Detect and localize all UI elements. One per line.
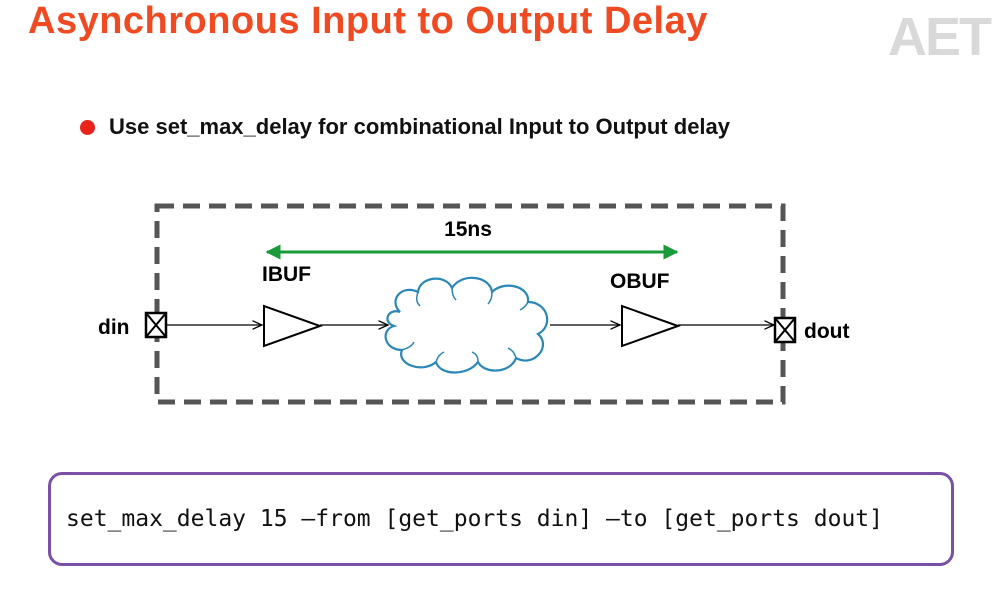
constraint-command: set_max_delay 15 –from [get_ports din] –… [66, 506, 883, 532]
cloud-detail [401, 287, 529, 363]
delay-label: 15ns [444, 218, 492, 241]
bullet-text: Use set_max_delay for combinational Inpu… [109, 114, 731, 139]
input-port-icon [144, 311, 168, 339]
command-box: set_max_delay 15 –from [get_ports din] –… [48, 472, 954, 566]
slide-title: Asynchronous Input to Output Delay [28, 0, 708, 42]
dashed-boundary [154, 203, 786, 405]
ibuf-label: IBUF [262, 263, 311, 286]
bullet-dot-icon [80, 119, 95, 135]
combinational-logic-cloud-icon [384, 276, 549, 374]
obuf-buffer-icon [621, 304, 681, 348]
output-port-label: dout [804, 320, 849, 343]
output-port-icon [773, 316, 797, 344]
bullet-item: Use set_max_delay for combinational Inpu… [80, 114, 730, 140]
ibuf-buffer-icon [263, 304, 323, 348]
aet-logo: AET [888, 7, 992, 67]
obuf-label: OBUF [610, 270, 670, 293]
input-port-label: din [98, 316, 130, 339]
